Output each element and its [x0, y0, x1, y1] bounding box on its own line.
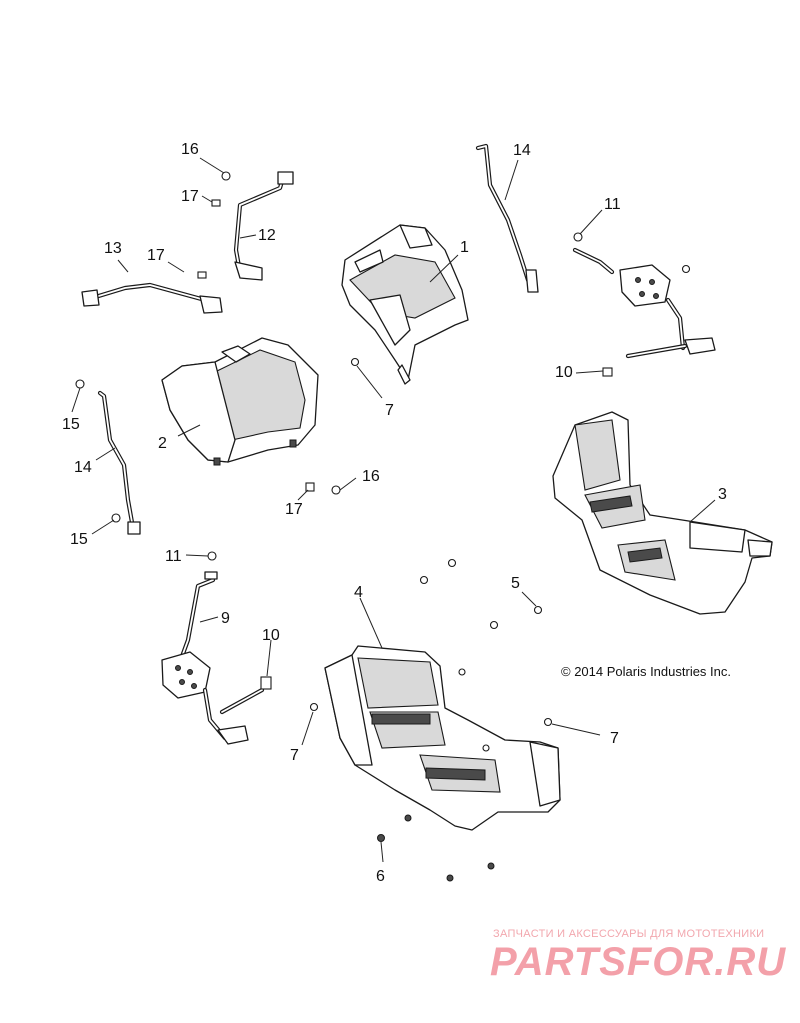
callout-11-left: 11 — [165, 548, 182, 565]
bolt-7-mid — [458, 668, 466, 676]
part-9-left-bracket[interactable] — [161, 571, 265, 745]
bolt-7-top — [350, 357, 360, 367]
callout-10-left: 10 — [262, 627, 280, 644]
callout-7-top: 7 — [385, 402, 394, 419]
callout-16-top: 16 — [181, 141, 199, 158]
clip-17-top — [211, 199, 221, 207]
watermark-logo: PARTSFOR.RU — [490, 940, 787, 984]
callout-14-right: 14 — [513, 142, 531, 159]
part-12-brace[interactable] — [233, 171, 294, 281]
nut-6-c — [446, 874, 454, 882]
callout-15-top: 15 — [62, 416, 80, 433]
bolt-7-right — [543, 717, 553, 727]
part-1-front-cover[interactable] — [341, 224, 469, 385]
watermark-tagline: ЗАПЧАСТИ И АКСЕССУАРЫ ДЛЯ МОТОТЕХНИКИ — [493, 928, 765, 940]
spacer-10-right — [602, 367, 613, 377]
bolt-16-top — [221, 171, 231, 181]
callout-11-right: 11 — [604, 196, 621, 213]
part-4-left-footwell[interactable] — [324, 645, 561, 831]
callout-7-right: 7 — [610, 730, 619, 747]
nut-6-b — [404, 814, 412, 822]
nut-6-d — [487, 862, 495, 870]
fasteners — [75, 171, 613, 882]
bolt-11-right — [573, 232, 583, 242]
callout-10-right: 10 — [555, 364, 573, 381]
bolt-5-b — [419, 575, 429, 585]
bolt-11-left — [207, 551, 217, 561]
right-footrest-bracket[interactable] — [572, 247, 716, 359]
bolt-5-a — [447, 558, 457, 568]
callout-1: 1 — [460, 239, 469, 256]
part-14-rod-right[interactable] — [475, 143, 539, 293]
leader-lines — [71, 157, 716, 863]
part-2-rear-cover[interactable] — [161, 337, 319, 466]
clip-17-mid — [197, 271, 207, 279]
part-14-rod-left[interactable] — [97, 390, 141, 535]
bolt-16-lower — [331, 485, 341, 495]
callout-17-lower: 17 — [285, 501, 303, 518]
callout-17-top: 17 — [181, 188, 199, 205]
callout-7-left: 7 — [290, 747, 299, 764]
bolt-7-floor — [482, 744, 490, 752]
bolt-15-top — [75, 379, 85, 389]
callout-3: 3 — [718, 486, 727, 503]
callout-9: 9 — [221, 610, 230, 627]
callout-14-left: 14 — [74, 459, 92, 476]
callout-17-mid: 17 — [147, 247, 165, 264]
callout-2: 2 — [158, 435, 167, 452]
bolt-5-c — [533, 605, 543, 615]
callout-6: 6 — [376, 868, 385, 885]
copyright-notice: © 2014 Polaris Industries Inc. — [561, 664, 731, 679]
clip-17-lower — [305, 482, 315, 492]
callout-15-bottom: 15 — [70, 531, 88, 548]
bolt-7-left — [309, 702, 319, 712]
callout-4: 4 — [354, 584, 363, 601]
callout-13: 13 — [104, 240, 122, 257]
callout-numbers: 16 17 12 13 17 1 14 11 10 7 2 15 14 15 1… — [62, 141, 727, 885]
nut-6-a — [377, 834, 385, 842]
part-3-right-footwell[interactable] — [552, 411, 773, 615]
callout-5: 5 — [511, 575, 520, 592]
bolt-5-d — [489, 620, 499, 630]
callout-16-lower: 16 — [362, 468, 380, 485]
part-13-brace[interactable] — [81, 282, 223, 314]
spacer-10-left — [260, 676, 272, 690]
callout-12: 12 — [258, 227, 276, 244]
